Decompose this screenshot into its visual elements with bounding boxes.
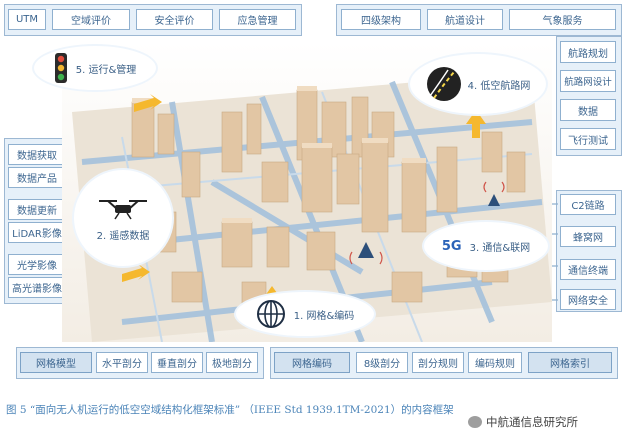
grid-encoding-button[interactable]: 网格编码 — [274, 352, 350, 373]
cloud-1-label: 1. 网格&编码 — [293, 310, 355, 322]
horizontal-split-button[interactable]: 水平剖分 — [96, 352, 148, 373]
5g-icon: 5G — [441, 238, 462, 254]
utm-button[interactable]: UTM — [8, 9, 46, 30]
c2-link-button[interactable]: C2链路 — [560, 194, 616, 215]
figure-caption: 图 5 “面向无人机运行的低空空域结构化框架标准” （IEEE Std 1939… — [6, 404, 454, 416]
route-planning-button[interactable]: 航路规划 — [560, 41, 616, 63]
safety-eval-button[interactable]: 安全评价 — [136, 9, 213, 30]
cloud-low-altitude-route: 4. 低空航路网 — [410, 54, 546, 114]
watermark: 中航通信息研究所 — [468, 414, 578, 430]
globe-icon — [256, 300, 285, 328]
cloud-grid-encoding: 1. 网格&编码 — [236, 292, 374, 336]
route-network-design-button[interactable]: 航路网设计 — [560, 70, 616, 92]
emergency-mgmt-button[interactable]: 应急管理 — [219, 9, 296, 30]
cloud-communication: 5G 3. 通信&联网 — [424, 222, 548, 270]
channel-design-button[interactable]: 航道设计 — [427, 9, 503, 30]
traffic-light-icon — [54, 53, 67, 83]
four-level-arch-button[interactable]: 四级架构 — [341, 9, 421, 30]
wechat-icon — [468, 416, 482, 428]
airspace-eval-button[interactable]: 空域评价 — [52, 9, 130, 30]
cloud-operation-management: 5. 运行&管理 — [34, 46, 156, 90]
polar-split-button[interactable]: 极地剖分 — [206, 352, 258, 373]
drone-icon — [99, 199, 147, 219]
level8-split-button[interactable]: 8级剖分 — [356, 352, 408, 373]
hyperspectral-image-button[interactable]: 高光谱影像 — [8, 277, 66, 298]
vertical-split-button[interactable]: 垂直剖分 — [151, 352, 203, 373]
cloud-4-label: 4. 低空航路网 — [467, 80, 531, 92]
network-security-button[interactable]: 网络安全 — [560, 289, 616, 310]
cloud-remote-sensing: 2. 遥感数据 — [74, 170, 172, 266]
data-product-button[interactable]: 数据产品 — [8, 167, 66, 188]
data-button[interactable]: 数据 — [560, 99, 616, 121]
flight-test-button[interactable]: 飞行测试 — [560, 128, 616, 150]
cellular-network-button[interactable]: 蜂窝网 — [560, 226, 616, 247]
comm-terminal-button[interactable]: 通信终端 — [560, 259, 616, 280]
optical-image-button[interactable]: 光学影像 — [8, 254, 66, 275]
watermark-text: 中航通信息研究所 — [486, 415, 578, 429]
cloud-2-label: 2. 遥感数据 — [96, 230, 150, 242]
grid-model-button[interactable]: 网格模型 — [20, 352, 92, 373]
road-icon — [426, 67, 461, 101]
cloud-3-label: 3. 通信&联网 — [469, 242, 531, 254]
grid-index-button[interactable]: 网格索引 — [528, 352, 612, 373]
split-rules-button[interactable]: 剖分规则 — [412, 352, 464, 373]
weather-service-button[interactable]: 气象服务 — [509, 9, 616, 30]
data-acquisition-button[interactable]: 数据获取 — [8, 144, 66, 165]
encoding-rules-button[interactable]: 编码规则 — [468, 352, 522, 373]
lidar-image-button[interactable]: LiDAR影像 — [8, 222, 66, 243]
data-update-button[interactable]: 数据更新 — [8, 199, 66, 220]
cloud-5-label: 5. 运行&管理 — [75, 64, 137, 76]
